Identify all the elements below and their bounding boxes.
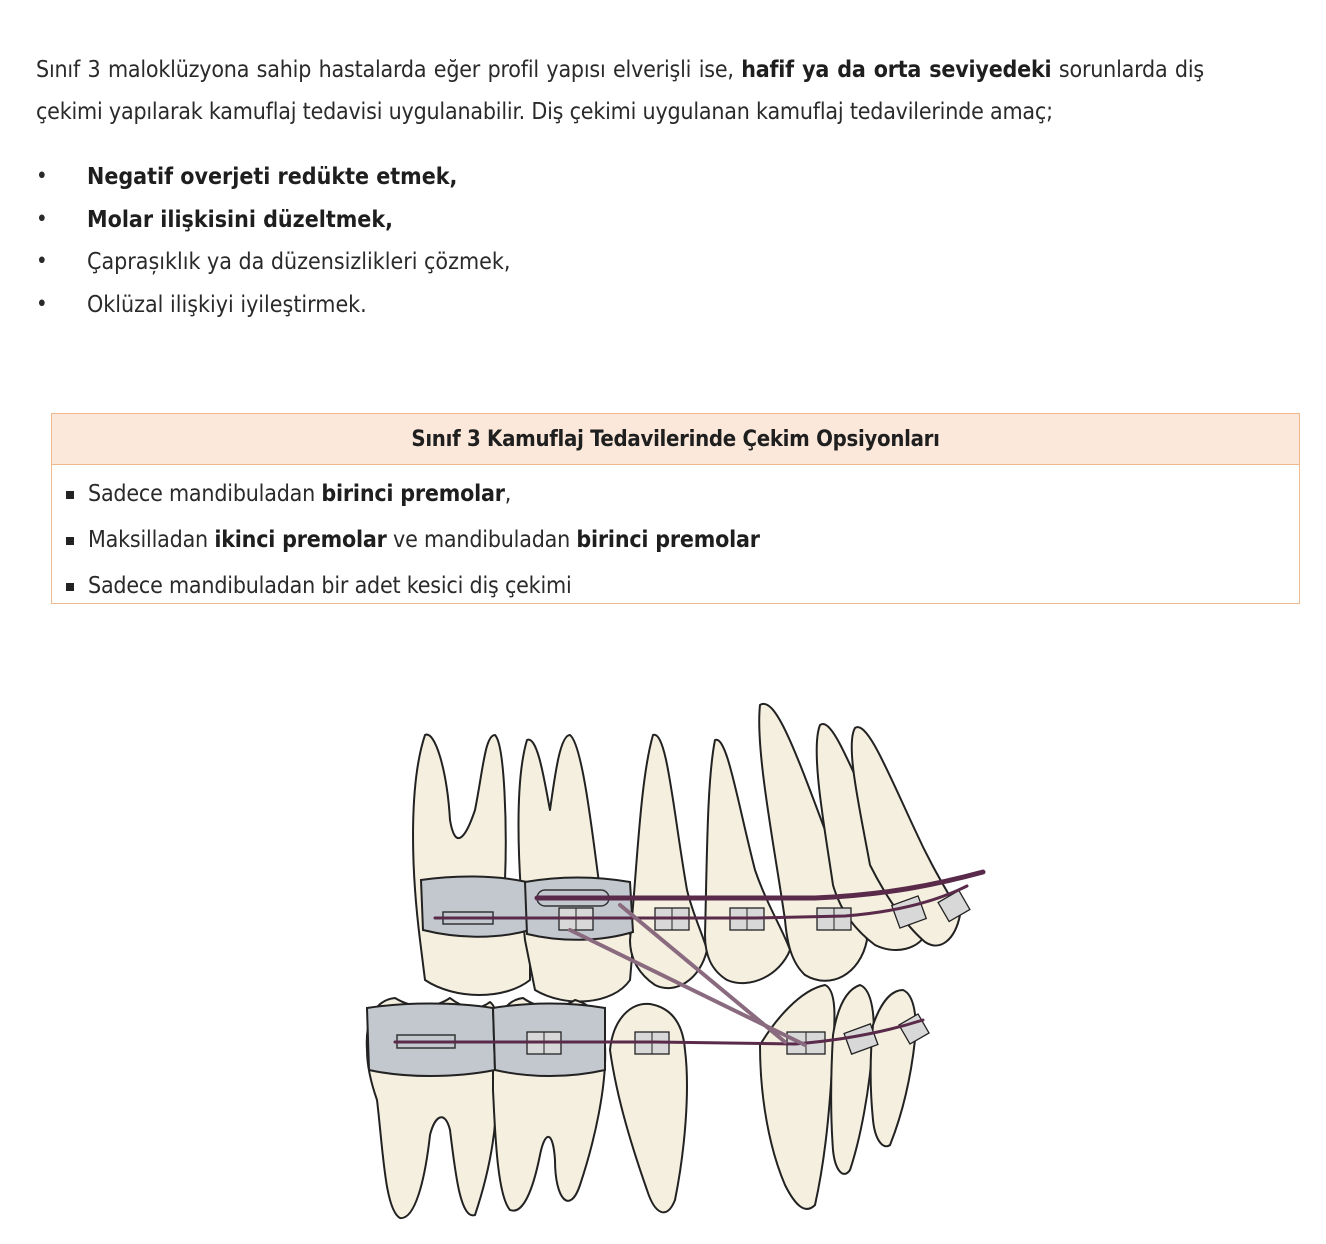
upper-molar-2	[517, 734, 634, 1003]
aim-item: Negatif overjeti redükte etmek,	[36, 156, 510, 199]
lower-incisor-2	[869, 989, 917, 1148]
lower-canine	[759, 984, 836, 1210]
lower-archwire	[393, 1018, 925, 1046]
aim-text: Oklüzal ilişkiyi iyileştirmek.	[87, 291, 367, 318]
option-item: Sadece mandibuladan bir adet kesici diş …	[52, 563, 1299, 609]
lower-incisor-1	[830, 984, 875, 1175]
upper-power-chain	[534, 869, 986, 901]
aim-text: Negatif overjeti redükte etmek,	[87, 164, 458, 190]
intro-paragraph: Sınıf 3 maloklüzyona sahip hastalarda eğ…	[36, 49, 1204, 133]
lower-molar-band-1	[365, 1002, 497, 1077]
extraction-options-box: Sınıf 3 Kamuflaj Tedavilerinde Çekim Ops…	[51, 413, 1300, 604]
intro-text-1: Sınıf 3 maloklüzyona sahip hastalarda eğ…	[36, 57, 742, 83]
option-text: Maksilladan	[88, 527, 215, 553]
aim-item: Çaprașıklık ya da düzensizlikleri çözmek…	[36, 241, 510, 284]
option-item: Maksilladan ikinci premolar ve mandibula…	[52, 517, 1299, 563]
aim-item: Molar ilişkisini düzeltmek,	[36, 199, 510, 242]
upper-molar-band-1	[419, 875, 532, 938]
class3-elastic-2	[618, 903, 787, 1044]
options-list: Sadece mandibuladan birinci premolar, Ma…	[52, 465, 1299, 609]
upper-tooth-4	[704, 738, 791, 985]
aim-item: Oklüzal ilişkiyi iyileştirmek.	[36, 284, 510, 327]
option-text: ve mandibuladan	[386, 527, 577, 553]
option-text: ,	[504, 481, 512, 507]
upper-archwire	[433, 884, 969, 920]
option-item: Sadece mandibuladan birinci premolar,	[52, 471, 1299, 517]
box-title: Sınıf 3 Kamuflaj Tedavilerinde Çekim Ops…	[52, 414, 1299, 465]
upper-incisor-2	[850, 726, 961, 947]
aims-list: Negatif overjeti redükte etmek, Molar il…	[36, 156, 510, 326]
teeth-illustration	[365, 702, 986, 1219]
option-bold: ikinci premolar	[214, 527, 387, 553]
upper-molar-1	[412, 733, 531, 996]
option-bold: birinci premolar	[576, 527, 760, 553]
upper-premolar	[629, 733, 708, 990]
intro-text-2: sorunlarda diş çekimi yapılarak kamuflaj…	[36, 57, 1204, 125]
aim-text: Çaprașıklık ya da düzensizlikleri çözmek…	[87, 249, 511, 275]
bracket	[937, 889, 971, 923]
option-text: Sadece mandibuladan	[88, 481, 322, 507]
intro-text-bold: hafif ya da orta seviyedeki	[741, 57, 1052, 83]
aim-text: Molar ilişkisini düzeltmek,	[87, 206, 393, 233]
option-bold: birinci premolar	[321, 481, 505, 507]
lower-premolar	[609, 1002, 688, 1214]
option-text: Sadece mandibuladan bir adet kesici diş …	[88, 573, 572, 599]
